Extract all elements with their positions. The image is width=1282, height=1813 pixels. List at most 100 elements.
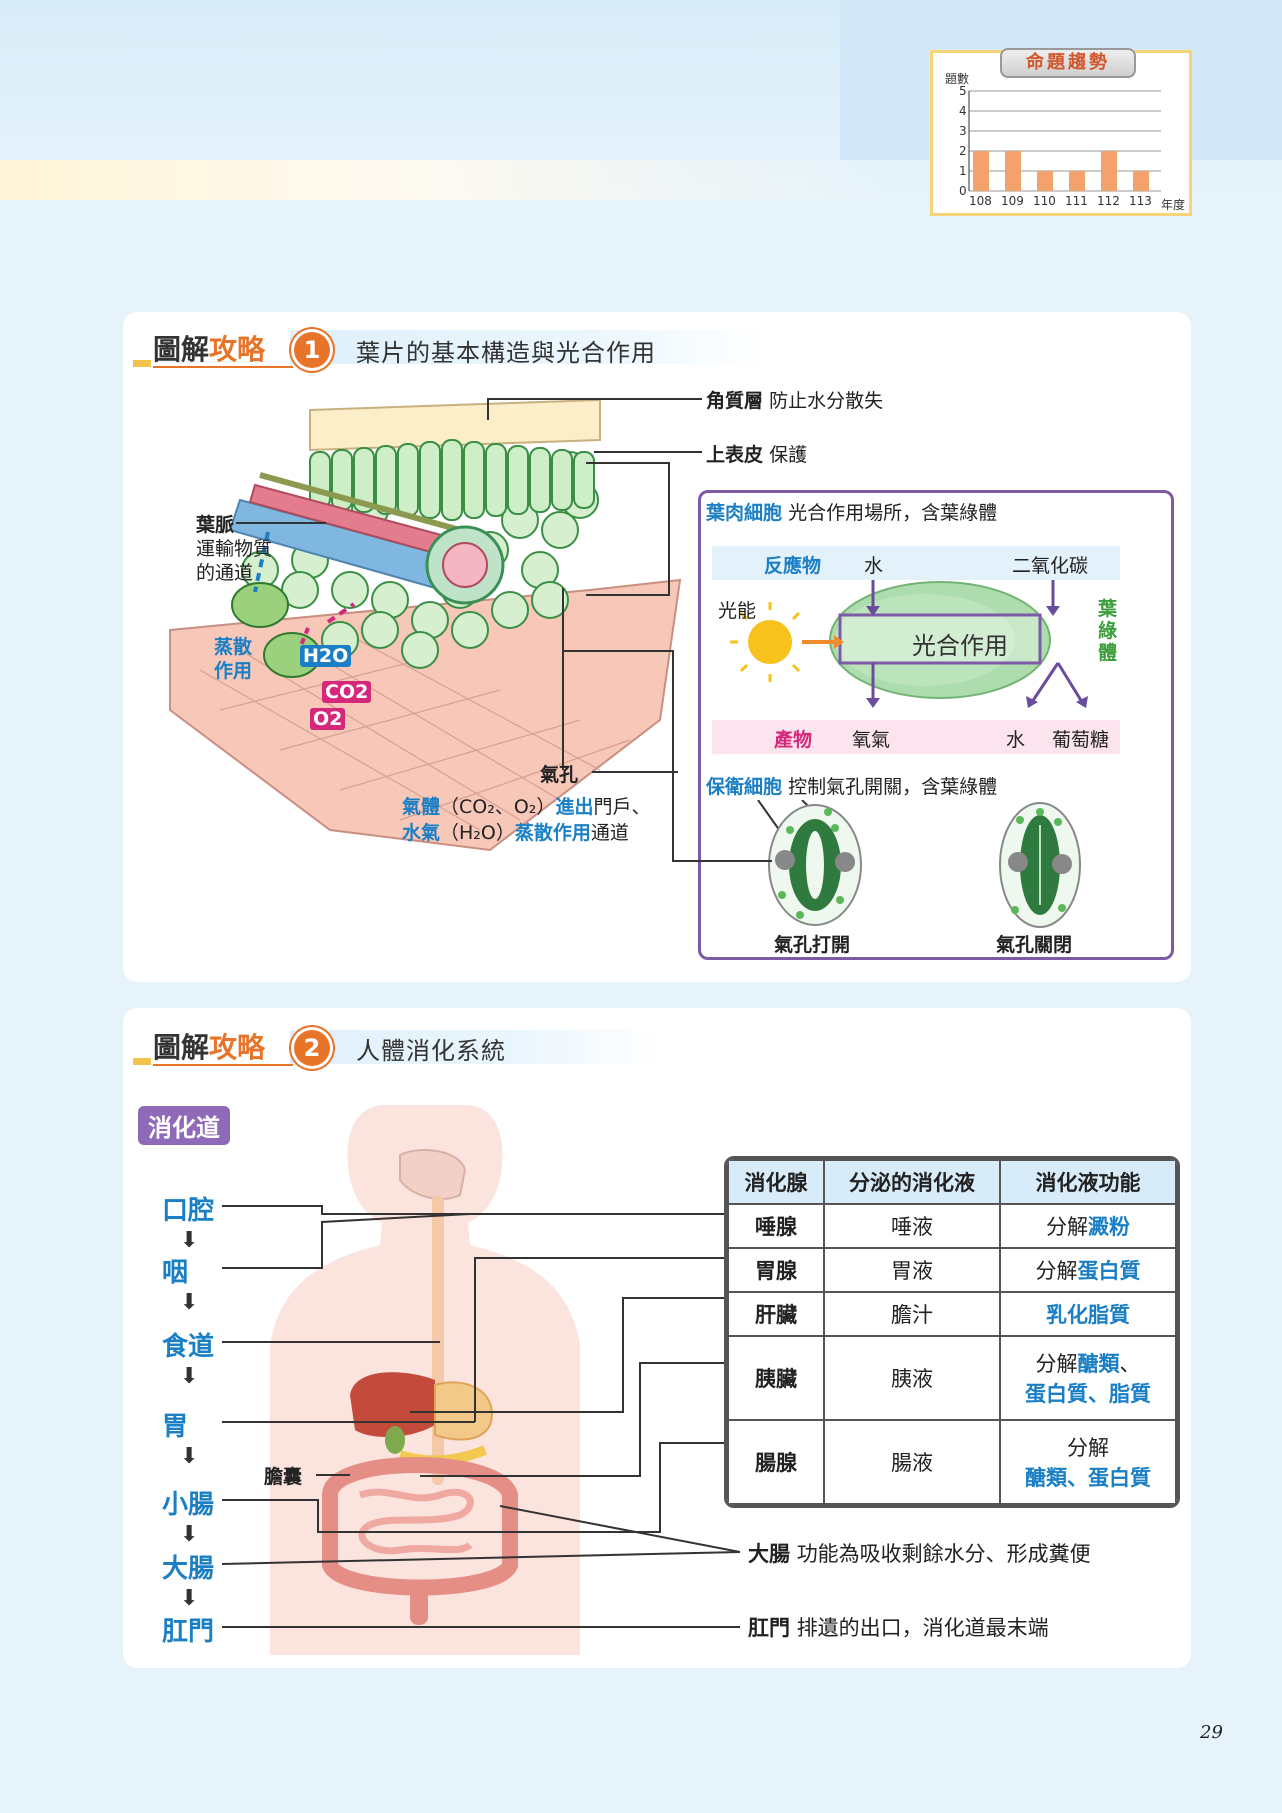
- gland-function-part: 蛋白質、脂質: [1025, 1382, 1151, 1406]
- juice-header: 分泌的消化液: [823, 1159, 1001, 1205]
- gland-function-part: 、: [1119, 1352, 1141, 1376]
- trend-ytick: 2: [959, 144, 967, 158]
- epidermis-desc: 保護: [769, 444, 808, 466]
- trend-ylabel: 題數: [945, 72, 969, 86]
- section1-underline: [153, 366, 293, 368]
- gallbladder-label: 膽囊: [264, 1466, 303, 1488]
- anus-label: 肛門 排遺的出口，消化道最末端: [748, 1612, 1049, 1642]
- h2o-badge: H2O: [300, 645, 352, 667]
- trend-xlabel: 年度: [1161, 197, 1185, 212]
- gland-row: 肝臟膽汁乳化脂質: [727, 1291, 1177, 1337]
- gland-juice: 胰液: [823, 1335, 1001, 1421]
- trend-xtick: 108: [969, 194, 992, 208]
- stoma-desc-2: 水氣（H₂O）蒸散作用通道: [402, 818, 629, 845]
- trend-ytick: 5: [959, 84, 967, 98]
- stoma-leader-h: [592, 771, 678, 773]
- tract-item: 肛門: [162, 1617, 215, 1647]
- trend-ytick: 4: [959, 104, 967, 118]
- spongy-cell: [491, 591, 529, 629]
- guard-cell-desc: 控制氣孔開關，含葉綠體: [788, 776, 998, 798]
- section1-subbar: [290, 330, 770, 364]
- trend-bar: [1069, 171, 1085, 191]
- process-label: 光合作用: [912, 632, 1008, 660]
- gland-name: 胃腺: [727, 1247, 825, 1293]
- gland-juice: 膽汁: [823, 1291, 1001, 1337]
- gland-function: 分解澱粉: [999, 1203, 1177, 1249]
- palisade-cell: [397, 443, 419, 517]
- down-arrow-icon: ⬇: [180, 1364, 199, 1389]
- gland-name: 胰臟: [727, 1335, 825, 1421]
- trend-xtick: 110: [1033, 194, 1056, 208]
- palisade-cell: [419, 441, 441, 519]
- section2-head-b: 攻略: [209, 1031, 266, 1064]
- large-intestine-name: 大腸: [748, 1542, 790, 1566]
- palisade-cell: [441, 439, 463, 521]
- trend-bar: [1133, 171, 1149, 191]
- body-illustration: [270, 1105, 580, 1655]
- gland-name: 唾腺: [727, 1203, 825, 1249]
- light-energy-label: 光能: [718, 600, 757, 622]
- sun-icon: [748, 620, 792, 664]
- stoma-open-label: 氣孔打開: [774, 934, 851, 956]
- anus-desc: 排遺的出口，消化道最末端: [796, 1616, 1049, 1640]
- section1-subtitle: 葉片的基本構造與光合作用: [356, 339, 656, 367]
- palisade-cell: [353, 447, 375, 513]
- section2-underline: [153, 1064, 293, 1066]
- gland-function-part: 澱粉: [1088, 1215, 1130, 1239]
- section1-head-a: 圖解: [153, 333, 210, 366]
- trend-xtick: 112: [1097, 194, 1120, 208]
- guard-cells-diagram: [757, 800, 1081, 928]
- spongy-cell: [541, 511, 579, 549]
- chloroplast-dot: [824, 808, 832, 816]
- transpiration-label-1: 蒸散: [214, 636, 253, 658]
- palisade-cell: [375, 445, 397, 515]
- down-arrow-icon: ⬇: [180, 1228, 199, 1253]
- cuticle-shape: [309, 398, 601, 452]
- gland-row: 胰臟胰液分解醣類、蛋白質、脂質: [727, 1335, 1177, 1421]
- gland-function: 乳化脂質: [999, 1291, 1177, 1337]
- spongy-cell: [401, 631, 439, 669]
- section2-subtitle: 人體消化系統: [356, 1037, 506, 1065]
- chloroplast-dot: [796, 911, 804, 919]
- gland-juice: 胃液: [823, 1247, 1001, 1293]
- tract-item: 食道: [162, 1332, 215, 1362]
- spongy-cell: [331, 571, 369, 609]
- mesophyll-desc: 光合作用場所，含葉綠體: [788, 502, 998, 524]
- gland-table: 消化腺 分泌的消化液 消化液功能 唾腺唾液分解澱粉胃腺胃液分解蛋白質肝臟膽汁乳化…: [727, 1159, 1177, 1505]
- gland-juice: 唾液: [823, 1203, 1001, 1249]
- down-arrow-icon: ⬇: [180, 1522, 199, 1547]
- rectum-shape: [410, 1585, 428, 1625]
- section2-heading: 圖解攻略: [153, 1026, 265, 1066]
- palisade-cell: [507, 445, 529, 515]
- gallbladder-leader: [316, 1474, 350, 1476]
- stoma-closed-label: 氣孔關閉: [996, 934, 1073, 956]
- stoma-leader-v: [562, 588, 564, 770]
- down-arrow-icon: ⬇: [180, 1290, 199, 1315]
- tract-item: 口腔: [162, 1196, 215, 1226]
- product-glucose: 葡萄糖: [1052, 729, 1110, 751]
- palisade-cells: [309, 439, 595, 521]
- section2-marker: [133, 1058, 151, 1065]
- stoma-open-pore: [806, 831, 824, 899]
- mouth-shape: [399, 1149, 467, 1200]
- section2-head-a: 圖解: [153, 1031, 210, 1064]
- trend-ytick: 0: [959, 184, 967, 198]
- cuticle-name: 角質層: [706, 390, 764, 412]
- down-arrow-icon: ⬇: [180, 1586, 199, 1611]
- chloroplast-dot: [1011, 906, 1019, 914]
- transpiration-label-2: 作用: [214, 660, 253, 682]
- function-header: 消化液功能: [999, 1159, 1177, 1205]
- chloroplast-dot: [1058, 904, 1066, 912]
- reactant-band: [712, 546, 1120, 580]
- gland-function-part: 蛋白質: [1077, 1259, 1141, 1283]
- section1-marker: [133, 360, 151, 367]
- product-band: [712, 720, 1120, 754]
- palisade-cell: [551, 449, 573, 511]
- trend-bar: [1005, 151, 1021, 191]
- section2-subbar: [290, 1030, 660, 1064]
- o2-badge: O2: [310, 708, 346, 730]
- cuticle-leader: [487, 398, 702, 400]
- gland-row: 腸腺腸液分解醣類、蛋白質: [727, 1419, 1177, 1505]
- guard-cell-name: 保衛細胞: [706, 776, 783, 798]
- mesophyll-name: 葉肉細胞: [706, 502, 783, 524]
